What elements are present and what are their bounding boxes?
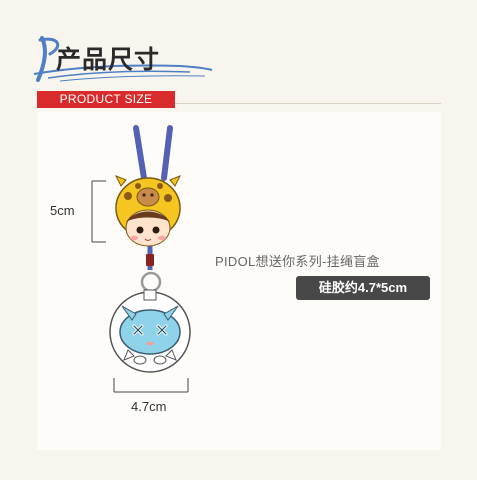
lanyard <box>133 125 173 270</box>
header-divider <box>175 103 441 104</box>
product-name: PIDOL想送你系列-挂绳盲盒 <box>215 254 380 269</box>
size-spec-badge: 硅胶约4.7*5cm <box>296 276 430 300</box>
product-size-badge: PRODUCT SIZE <box>37 91 175 108</box>
page-title: 产品尺寸 <box>56 45 161 74</box>
key-ring <box>140 271 162 293</box>
height-label: 5cm <box>50 203 75 218</box>
height-dimension-bracket <box>91 180 106 243</box>
width-label: 4.7cm <box>131 399 167 414</box>
blue-x-eyes-charm <box>109 289 191 373</box>
width-dimension-bracket <box>113 378 189 393</box>
brush-swash-icon <box>33 36 213 82</box>
giraffe-hat-boy-charm <box>114 175 182 247</box>
